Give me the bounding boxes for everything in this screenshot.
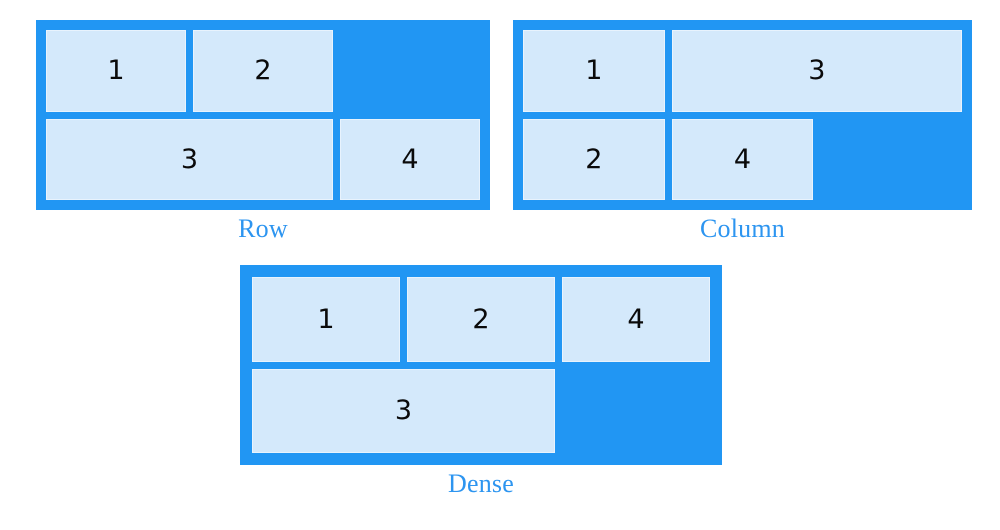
grid-item[interactable]: 4 bbox=[671, 118, 814, 200]
grid-item[interactable]: 1 bbox=[523, 30, 665, 112]
grid-item[interactable]: 4 bbox=[340, 118, 480, 200]
grid-container-row: 1 2 3 4 bbox=[36, 20, 490, 210]
grid-item[interactable]: 4 bbox=[562, 277, 710, 362]
figure-dense: 1 2 3 4 Dense bbox=[240, 265, 722, 499]
figure-column: 1 2 3 4 Column bbox=[513, 20, 972, 244]
grid-item[interactable]: 2 bbox=[407, 277, 555, 362]
grid-item[interactable]: 1 bbox=[46, 30, 186, 112]
figure-caption-row: Row bbox=[238, 214, 288, 243]
figure-caption-column: Column bbox=[700, 214, 785, 243]
grid-item[interactable]: 1 bbox=[252, 277, 400, 362]
grid-item[interactable]: 2 bbox=[193, 30, 333, 112]
grid-item[interactable]: 3 bbox=[252, 368, 555, 453]
grid-container-column: 1 2 3 4 bbox=[513, 20, 972, 210]
grid-item[interactable]: 2 bbox=[523, 118, 665, 200]
grid-container-dense: 1 2 3 4 bbox=[240, 265, 722, 465]
grid-item[interactable]: 3 bbox=[46, 118, 333, 200]
figure-caption-dense: Dense bbox=[448, 469, 514, 498]
grid-item[interactable]: 3 bbox=[671, 30, 962, 112]
figure-row: 1 2 3 4 Row bbox=[36, 20, 490, 244]
